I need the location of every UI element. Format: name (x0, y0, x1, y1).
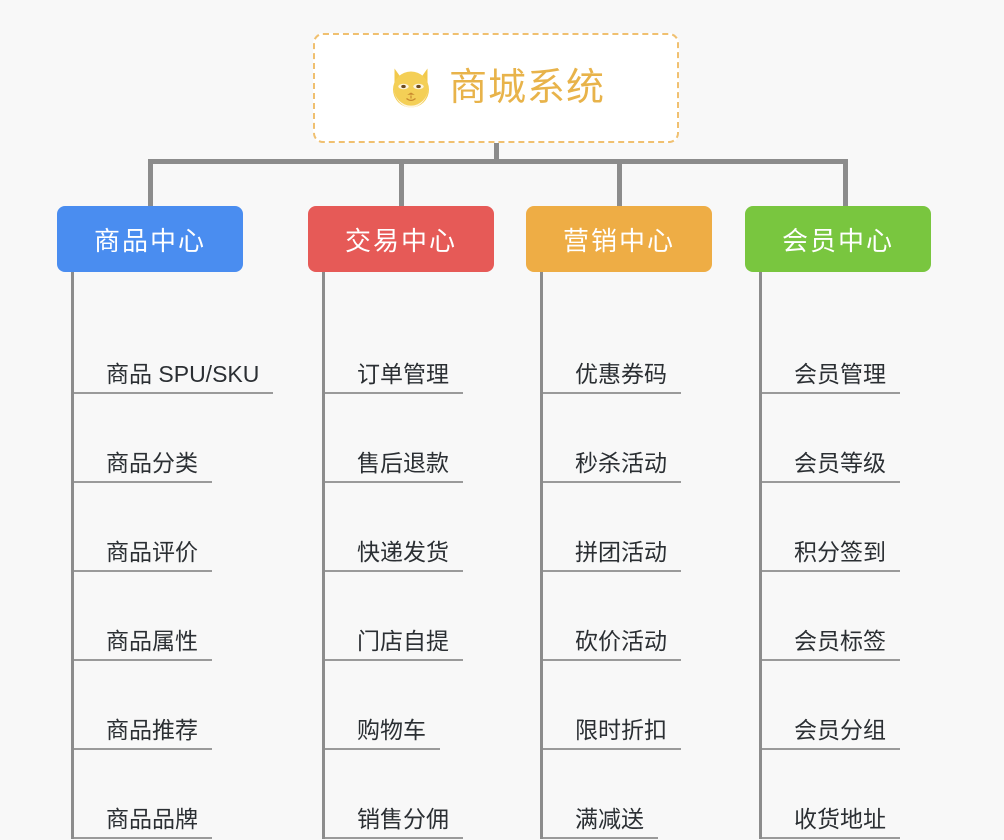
category-box-3[interactable]: 营销中心 (526, 206, 712, 272)
leaf-label: 购物车 (325, 718, 440, 750)
leaf-label: 会员等级 (762, 451, 900, 483)
list-item[interactable]: 会员标签 (759, 572, 944, 661)
category-box-2[interactable]: 交易中心 (308, 206, 494, 272)
list-item[interactable]: 限时折扣 (540, 661, 725, 750)
list-item[interactable]: 优惠券码 (540, 305, 725, 394)
category-label-1: 商品中心 (93, 225, 206, 256)
category-box-4[interactable]: 会员中心 (745, 206, 931, 272)
category-label-2: 交易中心 (344, 225, 457, 256)
leaf-label: 优惠券码 (543, 362, 681, 394)
category-label-3: 营销中心 (562, 225, 675, 256)
list-item[interactable]: 订单管理 (322, 305, 512, 394)
category-stem-4 (759, 272, 762, 305)
branch-column-2: 交易中心 (308, 206, 494, 272)
leaf-label: 秒杀活动 (543, 451, 681, 483)
category-stem-1 (71, 272, 74, 305)
leaf-label: 商品属性 (74, 629, 212, 661)
leaf-list-1: 商品 SPU/SKU 商品分类 商品评价 商品属性 商品推荐 商品品牌 (71, 305, 276, 839)
shiba-dog-icon (392, 68, 429, 109)
list-item[interactable]: 销售分佣 (322, 750, 512, 839)
leaf-label: 会员标签 (762, 629, 900, 661)
branch-column-3: 营销中心 (526, 206, 712, 272)
leaf-label: 商品分类 (74, 451, 212, 483)
list-item[interactable]: 秒杀活动 (540, 394, 725, 483)
root-node-label: 商城系统 (448, 67, 605, 109)
list-item[interactable]: 砍价活动 (540, 572, 725, 661)
leaf-label: 砍价活动 (543, 629, 681, 661)
list-item[interactable]: 商品分类 (71, 394, 276, 483)
leaf-label: 积分签到 (762, 540, 900, 572)
leaf-label: 限时折扣 (543, 718, 681, 750)
leaf-label: 会员管理 (762, 362, 900, 394)
leaf-list-4: 会员管理 会员等级 积分签到 会员标签 会员分组 收货地址 (759, 305, 944, 839)
connector-drop-2 (399, 159, 404, 207)
category-stem-3 (540, 272, 543, 305)
leaf-label: 订单管理 (325, 362, 463, 394)
list-item[interactable]: 拼团活动 (540, 483, 725, 572)
category-label-4: 会员中心 (781, 225, 894, 256)
leaf-label: 会员分组 (762, 718, 900, 750)
connector-drop-3 (617, 159, 622, 207)
leaf-label: 商品推荐 (74, 718, 212, 750)
leaf-label: 商品评价 (74, 540, 212, 572)
root-node-mall-system[interactable]: 商城系统 (313, 33, 679, 143)
connector-horizontal-bus (148, 159, 848, 164)
list-item[interactable]: 商品评价 (71, 483, 276, 572)
list-item[interactable]: 快递发货 (322, 483, 512, 572)
list-item[interactable]: 购物车 (322, 661, 512, 750)
leaf-label: 售后退款 (325, 451, 463, 483)
leaf-label: 门店自提 (325, 629, 463, 661)
leaf-label: 销售分佣 (325, 807, 463, 839)
list-item[interactable]: 收货地址 (759, 750, 944, 839)
leaf-label: 满减送 (543, 807, 658, 839)
leaf-label: 拼团活动 (543, 540, 681, 572)
connector-drop-4 (843, 159, 848, 207)
branch-column-4: 会员中心 (745, 206, 931, 272)
list-item[interactable]: 商品推荐 (71, 661, 276, 750)
list-item[interactable]: 积分签到 (759, 483, 944, 572)
category-stem-2 (322, 272, 325, 305)
leaf-label: 收货地址 (762, 807, 900, 839)
branch-column-1: 商品中心 (57, 206, 243, 272)
leaf-label: 快递发货 (325, 540, 463, 572)
list-item[interactable]: 会员管理 (759, 305, 944, 394)
list-item[interactable]: 商品 SPU/SKU (71, 305, 276, 394)
list-item[interactable]: 满减送 (540, 750, 725, 839)
leaf-list-3: 优惠券码 秒杀活动 拼团活动 砍价活动 限时折扣 满减送 (540, 305, 725, 839)
list-item[interactable]: 商品品牌 (71, 750, 276, 839)
category-box-1[interactable]: 商品中心 (57, 206, 243, 272)
list-item[interactable]: 商品属性 (71, 572, 276, 661)
list-item[interactable]: 会员等级 (759, 394, 944, 483)
list-item[interactable]: 会员分组 (759, 661, 944, 750)
list-item[interactable]: 门店自提 (322, 572, 512, 661)
leaf-label: 商品 SPU/SKU (74, 362, 274, 394)
leaf-label: 商品品牌 (74, 807, 212, 839)
connector-drop-1 (148, 159, 153, 207)
leaf-list-2: 订单管理 售后退款 快递发货 门店自提 购物车 销售分佣 (322, 305, 512, 839)
connector-root-stem (494, 143, 499, 163)
list-item[interactable]: 售后退款 (322, 394, 512, 483)
